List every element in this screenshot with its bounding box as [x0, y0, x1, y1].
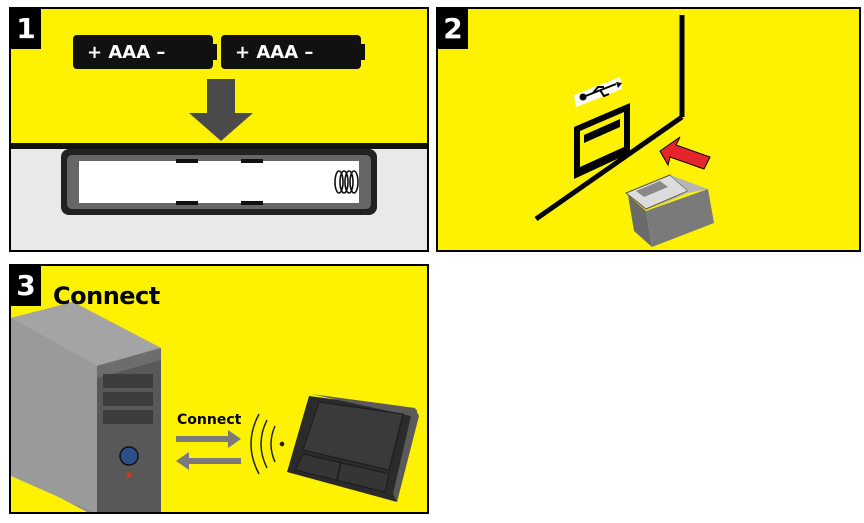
usb-port-icon [574, 103, 630, 179]
step-2-illustration [438, 9, 861, 252]
wireless-signal-icon [251, 414, 284, 474]
step-number-badge: 3 [11, 266, 41, 306]
connect-arrows-icon [176, 430, 241, 470]
battery-label-1: + AAA – [87, 42, 165, 63]
step-1-panel: 1 [9, 7, 429, 252]
usb-receiver-icon [626, 175, 714, 247]
step-3-title: Connect [53, 282, 160, 310]
battery-compartment-icon [61, 149, 377, 215]
battery-label-2: + AAA – [235, 42, 313, 63]
red-arrow-icon [660, 137, 710, 169]
connect-label: Connect [177, 412, 241, 428]
step-number-badge: 2 [438, 9, 468, 49]
pc-tower-icon [11, 302, 161, 514]
down-arrow-icon [189, 79, 253, 141]
step-2-panel: 2 [436, 7, 861, 252]
touchpad-icon [287, 394, 419, 502]
device-edge [11, 143, 429, 149]
step-1-illustration [11, 9, 429, 252]
step-3-panel: 3 Connect [9, 264, 429, 514]
usb-symbol-icon [574, 77, 622, 107]
step-number-badge: 1 [11, 9, 41, 49]
